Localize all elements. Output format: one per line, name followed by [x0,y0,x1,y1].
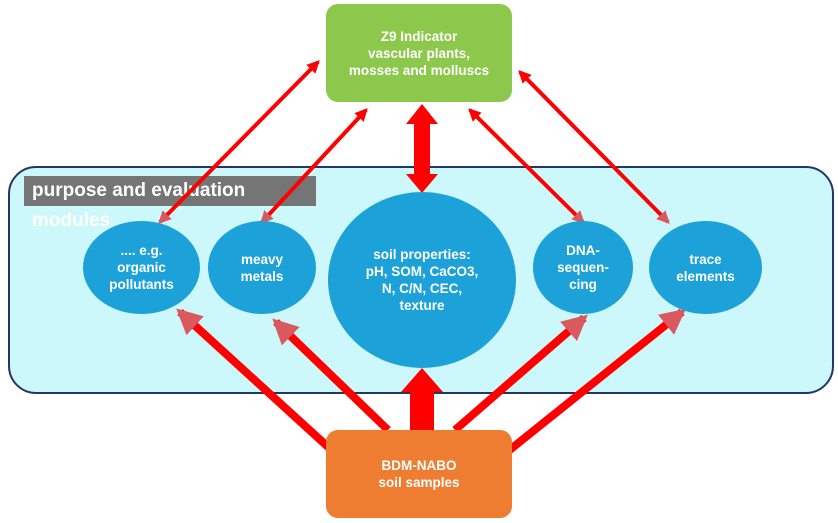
module-line: sequen- [557,260,609,275]
arrow-bottom-dna [452,314,588,434]
arrow-bottom-soil [401,368,443,430]
arrow-bottom-trace [499,308,686,460]
module-line: cing [569,277,597,292]
module-soil-properties: soil properties: pH, SOM, CaCO3, N, C/N,… [328,192,516,368]
top-box-line: vascular plants, [367,45,471,61]
top-box-line: Z9 Indicator [380,28,458,44]
bottom-box-line: BDM-NABO [381,458,457,473]
z9-indicator-box: Z9 Indicator vascular plants, mosses and… [326,4,512,102]
arrow-top-metals [260,108,368,224]
module-line: organic [117,260,166,275]
module-line: DNA- [566,243,600,258]
module-line: N, C/N, CEC, [381,281,463,296]
module-line: pH, SOM, CaCO3, [365,264,479,279]
module-line: .... e.g. [120,243,163,258]
arrow-top-trace [518,70,670,224]
arrow-bottom-metals [272,318,391,433]
module-line: soil properties: [373,247,471,262]
module-line: elements [676,268,735,284]
bottom-box-line: soil samples [378,475,460,490]
arrow-bottom-organic [176,308,341,459]
module-dna-sequencing: DNA- sequen- cing [533,221,633,314]
arrow-top-dna [468,108,585,224]
arrow-top-soil [406,104,438,193]
module-trace-elements: trace elements [649,221,762,314]
module-organic-pollutants: .... e.g. organic pollutants [83,221,200,314]
module-line: trace [689,251,722,267]
bdm-nabo-box: BDM-NABO soil samples [326,430,512,518]
module-line: texture [399,298,445,313]
top-box-line: mosses and molluscs [348,62,490,78]
module-metals: meavy metals [208,221,316,314]
arrow-top-organic [158,60,320,224]
module-line: pollutants [109,277,174,292]
module-line: meavy [240,251,284,267]
module-line: metals [240,268,284,284]
